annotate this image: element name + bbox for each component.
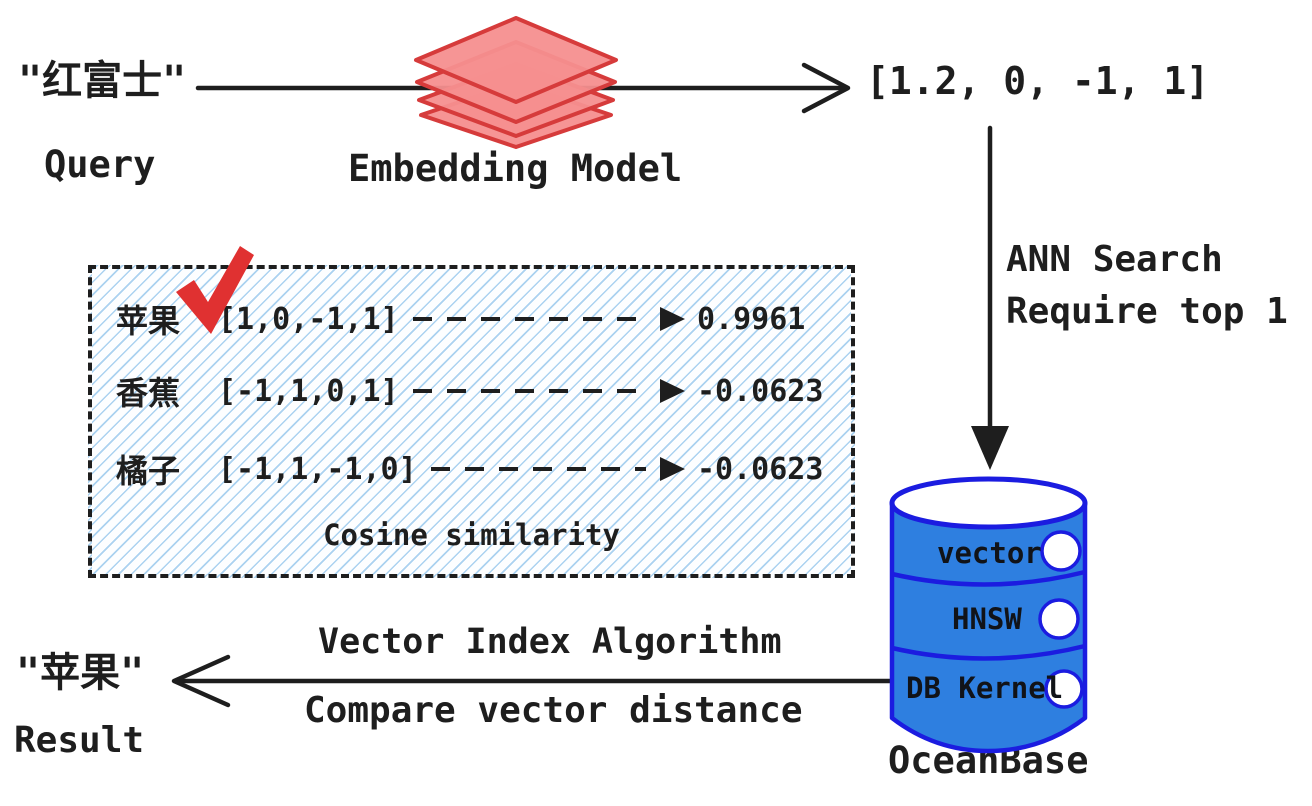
embedding-model-label: Embedding Model: [348, 147, 683, 190]
ann-line2: Require top 1: [1006, 291, 1288, 332]
dashed-arrow-line: [430, 467, 646, 471]
db-layer-kernel: DB Kernel: [906, 671, 1064, 705]
similarity-row-orange: 橘子 [-1,1,-1,0] -0.0623: [92, 449, 851, 491]
checkmark-icon: [176, 246, 254, 334]
similarity-value: -0.0623: [697, 373, 824, 409]
similarity-value: -0.0623: [697, 451, 824, 487]
db-port-icon: [1038, 598, 1080, 640]
query-text: "红富士": [18, 58, 187, 104]
ann-line1: ANN Search: [1006, 239, 1223, 280]
arrowhead-icon: [660, 307, 685, 331]
db-layer-vector: vector: [937, 536, 1042, 570]
embedding-layers-icon: [414, 16, 618, 149]
similarity-row-banana: 香蕉 [-1,1,0,1] -0.0623: [92, 371, 851, 413]
database-cylinder-icon: [889, 476, 1088, 754]
item-name: 橘子: [116, 452, 181, 490]
result-label: Result: [14, 720, 145, 761]
db-port-icon: [1044, 669, 1084, 709]
vector-index-algorithm-label: Vector Index Algorithm: [318, 622, 782, 662]
cosine-similarity-caption: Cosine similarity: [323, 518, 620, 552]
arrowhead-icon: [660, 379, 685, 403]
item-vector: [-1,1,0,1]: [218, 373, 399, 409]
dashed-arrow-line: [412, 389, 646, 393]
result-text: "苹果": [16, 650, 145, 696]
item-vector: [-1,1,-1,0]: [218, 451, 417, 487]
result-arrow: [171, 654, 895, 708]
ann-search-arrow: [971, 125, 1009, 470]
arrowhead-icon: [660, 457, 685, 481]
embedded-vector-text: [1.2, 0, -1, 1]: [866, 59, 1210, 103]
similarity-row-apple: 苹果 [1,0,-1,1] 0.9961: [92, 299, 851, 341]
db-port-icon: [1040, 530, 1082, 572]
similarity-value: 0.9961: [697, 301, 806, 337]
item-name: 苹果: [116, 302, 181, 340]
item-name: 香蕉: [116, 374, 181, 412]
db-layer-hnsw: HNSW: [952, 602, 1022, 636]
ann-search-label: ANN Search Require top 1: [1006, 234, 1288, 338]
dashed-arrow-line: [412, 317, 646, 321]
compare-vector-distance-label: Compare vector distance: [304, 690, 803, 731]
query-label: Query: [44, 143, 156, 186]
item-vector: [1,0,-1,1]: [218, 301, 399, 337]
